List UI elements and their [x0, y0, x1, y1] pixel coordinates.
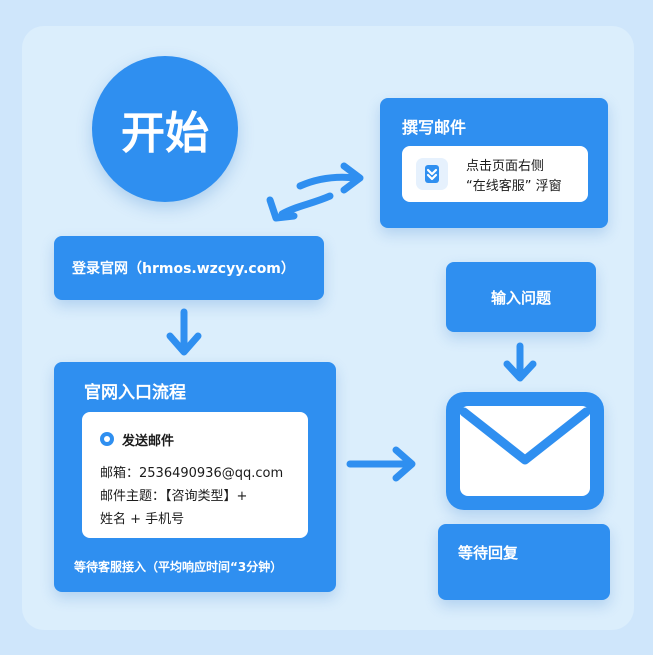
send-email-card: 发送邮件 邮箱：2536490936@qq.com 邮件主题：【咨询类型】+ 姓… — [82, 412, 308, 538]
wait-reply-node: 等待回复 — [438, 524, 610, 600]
input-issue-node: 输入问题 — [446, 262, 596, 332]
compose-email-line1: 点击页面右侧 — [466, 159, 545, 174]
arrow-head-login — [266, 196, 298, 222]
input-issue-label: 输入问题 — [490, 289, 551, 307]
wait-reply-label: 等待回复 — [458, 544, 519, 562]
arrow-head-process — [166, 332, 202, 356]
start-label: 开始 — [121, 108, 209, 159]
envelope-icon — [459, 406, 591, 496]
start-node: 开始 — [92, 56, 238, 202]
radio-dot-icon — [100, 432, 114, 446]
send-email-title: 发送邮件 — [122, 434, 175, 449]
arrow-to-login — [278, 192, 334, 218]
compose-email-card: 点击页面右侧 “在线客服” 浮窗 — [402, 146, 588, 202]
arrow-head-compose — [340, 162, 364, 194]
email-subject-line: 邮件主题：【咨询类型】+ — [100, 489, 248, 504]
arrow-to-compose — [296, 173, 360, 190]
process-node: 官网入口流程 发送邮件 邮箱：2536490936@qq.com 邮件主题：【咨… — [54, 362, 336, 592]
chevron-down-shield-icon — [416, 158, 448, 190]
compose-email-line2: “在线客服” 浮窗 — [466, 179, 562, 194]
login-label: 登录官网（hrmos.wzcyy.com） — [72, 261, 295, 277]
arrow-head-envelope — [503, 360, 537, 382]
email-subject-line2: 姓名 + 手机号 — [100, 512, 185, 527]
email-address-line: 邮箱：2536490936@qq.com — [100, 466, 284, 481]
arrow-head-envelope-side — [392, 446, 416, 482]
login-node: 登录官网（hrmos.wzcyy.com） — [54, 236, 324, 300]
envelope-node — [446, 392, 604, 510]
wait-agent-line: 等待客服接入（平均响应时间“3分钟） — [74, 560, 283, 574]
process-title: 官网入口流程 — [84, 383, 186, 403]
compose-email-title: 撰写邮件 — [402, 118, 467, 137]
compose-email-node: 撰写邮件 点击页面右侧 “在线客服” 浮窗 — [380, 98, 608, 228]
